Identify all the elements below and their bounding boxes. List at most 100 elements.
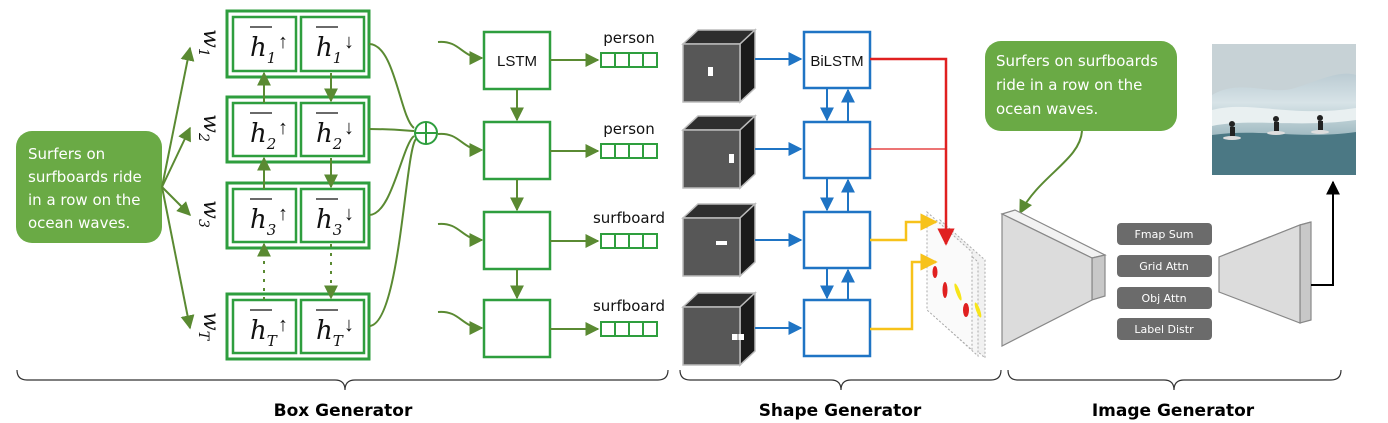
box-cube xyxy=(681,202,757,278)
decoder-to-image-arrow xyxy=(1311,180,1340,286)
h-fwd-2-sub: 2 xyxy=(266,135,277,153)
h-bwd-1-sub: 1 xyxy=(333,49,343,67)
module-label: Obj Attn xyxy=(1141,292,1186,305)
sum-inputs xyxy=(368,43,417,327)
module-label: Label Distr xyxy=(1134,323,1194,336)
token-vector xyxy=(600,143,658,159)
caption-line: ride in a row on the xyxy=(996,76,1142,94)
cube-to-bilstm-arrows xyxy=(755,52,803,335)
token-vector xyxy=(600,233,658,249)
lstm-column xyxy=(482,30,552,359)
caption-line: ocean waves. xyxy=(28,214,130,232)
svg-text:w2: w2 xyxy=(195,114,223,142)
caption-line: ocean waves. xyxy=(996,100,1098,118)
bilstm-column xyxy=(802,30,872,358)
lstm-cell xyxy=(482,120,552,181)
h-bwd-2-sub: 2 xyxy=(332,135,343,153)
generated-image xyxy=(1212,44,1356,175)
section-braces xyxy=(16,369,1342,391)
h-bwd-1: h xyxy=(316,33,333,63)
h-fwd-1-sub: 1 xyxy=(267,49,277,67)
recurrence-arrows xyxy=(257,71,338,300)
backward-arrow-icon: ↓ xyxy=(344,203,354,225)
backward-arrow-icon: ↓ xyxy=(344,117,354,139)
word-wT: w xyxy=(198,312,223,331)
class-token-vectors xyxy=(600,52,658,337)
bilstm-cell xyxy=(802,210,872,270)
svg-text:hT: hT xyxy=(250,316,278,350)
svg-text:w3: w3 xyxy=(195,200,223,228)
class-label: person xyxy=(603,120,654,138)
h-fwd-2: h xyxy=(250,119,267,149)
birnn-cells xyxy=(225,9,371,361)
h-bwd-T: h xyxy=(316,316,333,346)
svg-text:h3: h3 xyxy=(316,205,342,239)
backward-arrow-icon: ↓ xyxy=(344,31,354,53)
h-fwd-1: h xyxy=(250,33,267,63)
sum-node xyxy=(414,121,438,145)
bilstm-cell xyxy=(802,120,872,180)
module-label-distr xyxy=(1117,318,1212,340)
svg-text:w1: w1 xyxy=(195,29,223,57)
hidden-state-labels: h1 ↑ h1 ↓ h2 ↑ h2 ↓ h3 ↑ h3 ↓ hT ↑ hT ↓ xyxy=(250,26,354,350)
h-fwd-3-sub: 3 xyxy=(267,221,277,239)
word-w3: w xyxy=(198,200,223,219)
word-w2-sub: 2 xyxy=(195,132,211,142)
caption-line: surfboards ride xyxy=(28,168,142,186)
forward-arrow-icon: ↑ xyxy=(278,314,288,336)
svg-text:h1: h1 xyxy=(316,33,342,67)
bilstm-label: BiLSTM xyxy=(810,53,863,70)
section-label-shape: Shape Generator xyxy=(759,401,922,421)
lstm-cell xyxy=(482,30,552,91)
caption-bubble-right: Surfers on surfboards ride in a row on t… xyxy=(985,41,1177,131)
section-label-image: Image Generator xyxy=(1092,401,1255,421)
word-w1: w xyxy=(198,29,223,48)
module-obj-attn xyxy=(1117,287,1212,309)
class-label: surfboard xyxy=(593,209,665,227)
word-w3-sub: 3 xyxy=(195,219,211,228)
h-bwd-T-sub: T xyxy=(333,332,344,350)
caption-line: in a row on the xyxy=(28,191,141,209)
encoder-block xyxy=(1000,209,1107,347)
caption-line: Surfers on surfboards xyxy=(996,52,1158,70)
svg-text:hT: hT xyxy=(316,316,344,350)
svg-text:wT: wT xyxy=(195,312,223,342)
module-label: Fmap Sum xyxy=(1135,228,1194,241)
class-label: person xyxy=(603,29,654,47)
module-label: Grid Attn xyxy=(1139,260,1189,273)
caption-to-generator-arrow xyxy=(1019,130,1083,215)
word-wT-sub: T xyxy=(195,331,211,342)
box-cube xyxy=(681,28,757,104)
forward-arrow-icon: ↑ xyxy=(278,117,288,139)
h-bwd-3-sub: 3 xyxy=(333,221,343,239)
token-vector xyxy=(600,52,658,68)
h-bwd-3: h xyxy=(316,205,333,235)
module-list: Fmap Sum Grid Attn Obj Attn Label Distr xyxy=(1117,223,1212,340)
svg-text:h2: h2 xyxy=(250,119,276,153)
module-fmap-sum xyxy=(1117,223,1212,245)
token-vector xyxy=(600,321,658,337)
forward-arrow-icon: ↑ xyxy=(278,31,288,53)
caption-to-words-arrows xyxy=(161,46,195,330)
bilstm-cell xyxy=(802,298,872,358)
backward-arrow-icon: ↓ xyxy=(344,314,354,336)
mask-arrows xyxy=(870,57,955,331)
h-fwd-T-sub: T xyxy=(267,332,278,350)
box-cube xyxy=(681,114,757,190)
decoder-block xyxy=(1218,221,1312,324)
class-label: surfboard xyxy=(593,297,665,315)
shape-masks-stack xyxy=(926,210,986,360)
word-w1-sub: 1 xyxy=(195,48,211,57)
lstm-inputs xyxy=(437,40,484,335)
lstm-cell xyxy=(482,298,552,359)
h-fwd-T: h xyxy=(250,316,267,346)
svg-text:h1: h1 xyxy=(250,33,276,67)
lstm-label: LSTM xyxy=(497,53,537,70)
caption-bubble-left: Surfers on surfboards ride in a row on t… xyxy=(16,131,162,243)
forward-arrow-icon: ↑ xyxy=(278,203,288,225)
svg-text:h3: h3 xyxy=(250,205,276,239)
section-label-box: Box Generator xyxy=(274,401,413,421)
svg-text:h2: h2 xyxy=(316,119,342,153)
module-grid-attn xyxy=(1117,255,1212,277)
